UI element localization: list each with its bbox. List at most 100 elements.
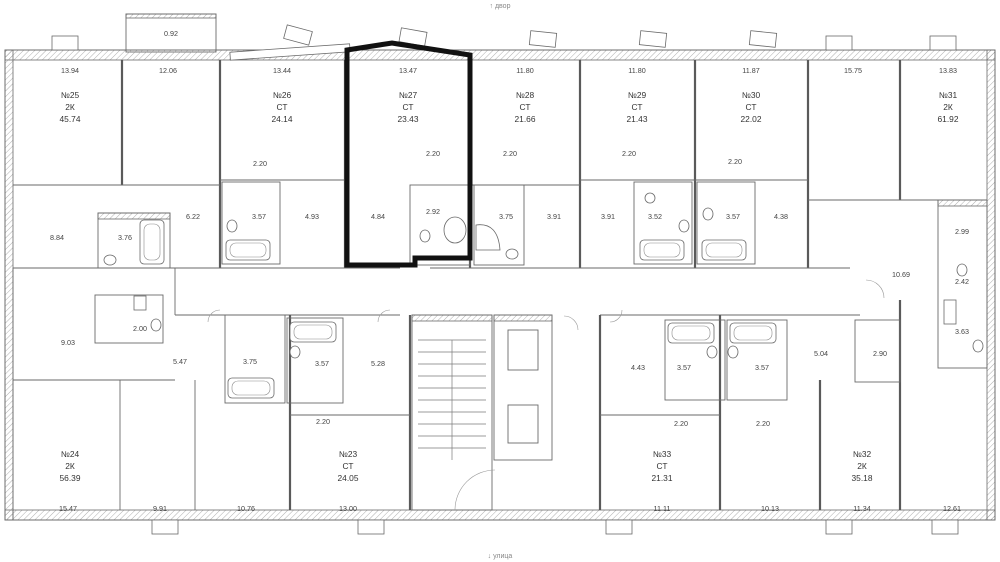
room-area: 3.75 bbox=[243, 357, 257, 366]
svg-text:2К: 2К bbox=[65, 102, 75, 112]
room-area: 2.20 bbox=[674, 419, 688, 428]
room-area: 3.76 bbox=[118, 233, 132, 242]
svg-text:21.66: 21.66 bbox=[515, 114, 536, 124]
apartment-31[interactable]: №31 2К 61.92 bbox=[938, 90, 959, 124]
room-area: 2.90 bbox=[873, 349, 887, 358]
svg-text:№32: №32 bbox=[853, 449, 872, 459]
room-area: 9.03 bbox=[61, 338, 75, 347]
room-area: 2.99 bbox=[955, 227, 969, 236]
room-area: 6.22 bbox=[186, 212, 200, 221]
apartment-32[interactable]: №32 2К 35.18 bbox=[852, 449, 873, 483]
svg-text:24.14: 24.14 bbox=[272, 114, 293, 124]
room-area: 5.47 bbox=[173, 357, 187, 366]
room-area: 3.75 bbox=[499, 212, 513, 221]
room-area: 3.57 bbox=[252, 212, 266, 221]
room-area: 11.11 bbox=[654, 504, 671, 513]
apartment-23[interactable]: №23 СТ 24.05 bbox=[338, 449, 359, 483]
room-area: 9.91 bbox=[153, 504, 167, 513]
room-area: 8.84 bbox=[50, 233, 64, 242]
bottom-windows bbox=[151, 519, 959, 535]
lower-bathrooms bbox=[94, 294, 984, 404]
svg-text:СТ: СТ bbox=[343, 461, 354, 471]
room-area: 12.06 bbox=[159, 66, 177, 75]
apartment-33[interactable]: №33 СТ 21.31 bbox=[652, 449, 673, 483]
apartment-26[interactable]: №26 СТ 24.14 bbox=[272, 90, 293, 124]
room-areas-mid: 8.84 3.76 6.22 3.57 4.93 4.84 2.92 3.75 … bbox=[50, 207, 969, 336]
room-area: 2.42 bbox=[955, 277, 969, 286]
room-area: 3.57 bbox=[677, 363, 691, 372]
svg-text:№30: №30 bbox=[742, 90, 761, 100]
apartment-24[interactable]: №24 2К 56.39 bbox=[60, 449, 81, 483]
svg-text:2К: 2К bbox=[65, 461, 75, 471]
room-area: 13.94 bbox=[61, 66, 79, 75]
room-area: 15.75 bbox=[844, 66, 862, 75]
selected-apartment-outline bbox=[344, 40, 473, 268]
svg-text:СТ: СТ bbox=[746, 102, 757, 112]
room-area: 5.28 bbox=[371, 359, 385, 368]
svg-text:2К: 2К bbox=[943, 102, 953, 112]
svg-text:№26: №26 bbox=[273, 90, 292, 100]
svg-text:СТ: СТ bbox=[657, 461, 668, 471]
room-area: 2.20 bbox=[316, 417, 330, 426]
svg-text:61.92: 61.92 bbox=[938, 114, 959, 124]
room-area: 2.20 bbox=[728, 157, 742, 166]
room-area: 13.00 bbox=[339, 504, 357, 513]
svg-text:СТ: СТ bbox=[403, 102, 414, 112]
room-area: 4.38 bbox=[774, 212, 788, 221]
room-area: 4.43 bbox=[631, 363, 645, 372]
room-area: 10.69 bbox=[892, 270, 910, 279]
svg-text:СТ: СТ bbox=[277, 102, 288, 112]
room-area: 3.57 bbox=[726, 212, 740, 221]
room-area: 3.91 bbox=[601, 212, 615, 221]
room-area: 13.44 bbox=[273, 66, 291, 75]
room-area: 2.00 bbox=[133, 324, 147, 333]
room-area: 2.20 bbox=[503, 149, 517, 158]
top-bathrooms bbox=[97, 181, 988, 369]
room-area: 11.80 bbox=[516, 66, 533, 75]
orientation-top-label: ↑ двор bbox=[490, 3, 511, 10]
svg-text:№29: №29 bbox=[628, 90, 647, 100]
room-area: 4.84 bbox=[371, 212, 385, 221]
svg-text:№25: №25 bbox=[61, 90, 80, 100]
room-area: 12.61 bbox=[943, 504, 961, 513]
svg-text:№23: №23 bbox=[339, 449, 358, 459]
room-area: 11.80 bbox=[628, 66, 645, 75]
apartment-25[interactable]: №25 2К 45.74 bbox=[60, 90, 81, 124]
room-area: 11.34 bbox=[853, 504, 870, 513]
balcony: 0.92 bbox=[125, 13, 217, 53]
apartment-27[interactable]: №27 СТ 23.43 bbox=[398, 90, 419, 124]
svg-text:22.02: 22.02 bbox=[741, 114, 762, 124]
room-area: 5.04 bbox=[814, 349, 828, 358]
top-windows bbox=[51, 24, 957, 61]
room-area: 3.91 bbox=[547, 212, 561, 221]
svg-text:№27: №27 bbox=[399, 90, 418, 100]
outer-walls bbox=[4, 49, 996, 521]
room-area: 2.20 bbox=[756, 419, 770, 428]
svg-text:СТ: СТ bbox=[520, 102, 531, 112]
balcony-area-label: 0.92 bbox=[164, 29, 178, 38]
room-area: 15.47 bbox=[59, 504, 77, 513]
apartment-28[interactable]: №28 СТ 21.66 bbox=[515, 90, 536, 124]
svg-text:23.43: 23.43 bbox=[398, 114, 419, 124]
room-area: 11.87 bbox=[742, 66, 759, 75]
stair-core bbox=[411, 314, 553, 511]
apartment-30[interactable]: №30 СТ 22.02 bbox=[741, 90, 762, 124]
room-area: 3.57 bbox=[755, 363, 769, 372]
room-area: 2.92 bbox=[426, 207, 440, 216]
room-areas-lower-mid: 2.20 2.20 2.20 bbox=[316, 417, 770, 428]
svg-text:45.74: 45.74 bbox=[60, 114, 81, 124]
svg-text:2К: 2К bbox=[857, 461, 867, 471]
svg-text:21.43: 21.43 bbox=[627, 114, 648, 124]
room-area: 3.57 bbox=[315, 359, 329, 368]
room-areas-top: 13.94 12.06 13.44 13.47 11.80 11.80 11.8… bbox=[61, 66, 957, 75]
apartment-29[interactable]: №29 СТ 21.43 bbox=[627, 90, 648, 124]
room-area: 2.20 bbox=[426, 149, 440, 158]
svg-text:56.39: 56.39 bbox=[60, 473, 81, 483]
svg-text:№31: №31 bbox=[939, 90, 958, 100]
room-area: 10.76 bbox=[237, 504, 255, 513]
svg-text:№28: №28 bbox=[516, 90, 535, 100]
orientation-bottom-label: ↓ улица bbox=[488, 553, 513, 560]
svg-text:35.18: 35.18 bbox=[852, 473, 873, 483]
room-area: 13.83 bbox=[939, 66, 957, 75]
